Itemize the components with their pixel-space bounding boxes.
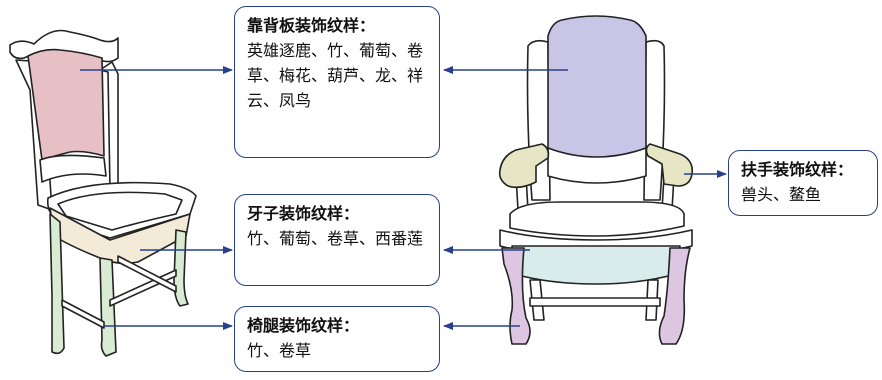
left-chair-front-leg-right [173, 229, 189, 307]
left-chair-lower-back-rail [39, 154, 107, 183]
apron-callout-body: 竹、葡萄、卷草、西番莲 [247, 229, 424, 248]
left-chair-front-leg-center [99, 257, 117, 357]
right-chair-armrest-right [645, 143, 694, 187]
backrest-callout-body: 英雄逐鹿、竹、葡萄、卷草、梅花、葫芦、龙、祥云、凤鸟 [247, 41, 424, 110]
apron-callout-title: 牙子装饰纹样： [247, 204, 360, 223]
left-chair-stretcher-front [61, 299, 105, 329]
left-chair-illustration [9, 29, 197, 357]
left-chair-stretcher-back [117, 255, 177, 293]
legs-callout: 椅腿装饰纹样： 竹、卷草 [234, 306, 440, 372]
right-chair-seat [509, 201, 685, 237]
right-chair-armrest-left [498, 143, 550, 189]
legs-callout-body: 竹、卷草 [247, 341, 312, 360]
right-chair-front-leg-left [501, 247, 531, 345]
right-chair-apron [511, 245, 681, 285]
right-chair-backrest-panel [547, 15, 647, 159]
armrest-callout-title: 扶手装饰纹样： [741, 160, 854, 179]
armrest-callout: 扶手装饰纹样： 兽头、鳌鱼 [728, 150, 878, 216]
armrest-callout-body: 兽头、鳌鱼 [741, 185, 822, 204]
callout-connectors [80, 66, 727, 330]
backrest-callout-title: 靠背板装饰纹样： [247, 16, 376, 35]
left-chair-backrest-panel [27, 48, 105, 161]
backrest-callout: 靠背板装饰纹样： 英雄逐鹿、竹、葡萄、卷草、梅花、葫芦、龙、祥云、凤鸟 [234, 6, 440, 158]
right-chair-stile-right [643, 39, 666, 201]
right-chair-front-leg-right [658, 247, 691, 345]
right-chair-illustration [498, 15, 694, 345]
apron-callout: 牙子装饰纹样： 竹、葡萄、卷草、西番莲 [234, 194, 440, 286]
legs-callout-title: 椅腿装饰纹样： [247, 316, 360, 335]
left-chair-front-leg-left [49, 213, 65, 355]
